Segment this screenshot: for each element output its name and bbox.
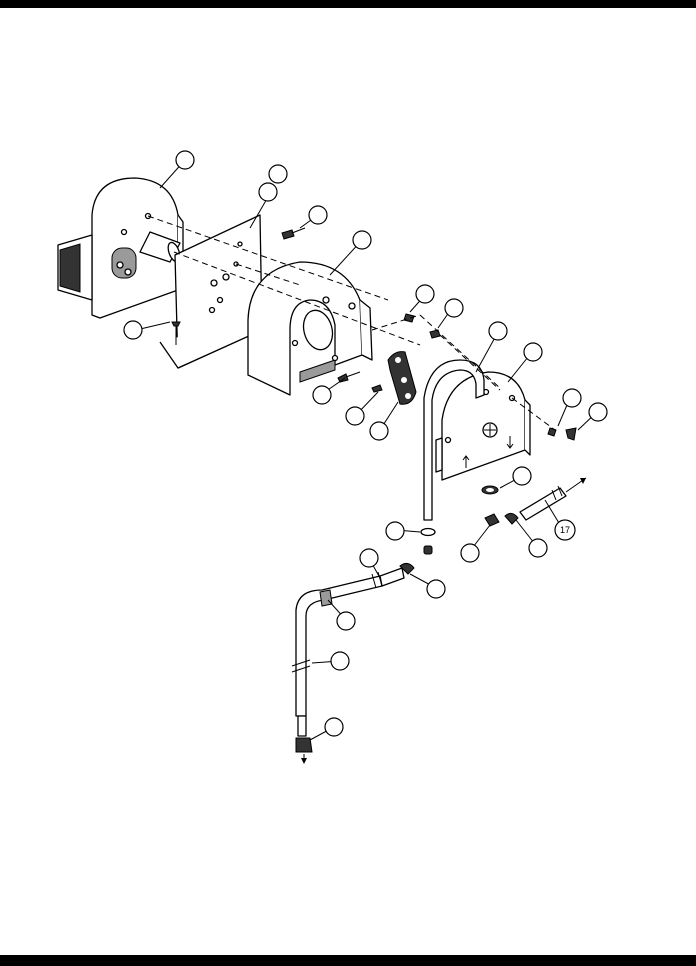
- callout-balloon: [268, 164, 288, 184]
- callout-balloon: [562, 388, 582, 408]
- callout-balloon: [258, 182, 278, 202]
- callout-balloon: [308, 205, 328, 225]
- callout-balloon: [426, 579, 446, 599]
- pump-housing: [247, 261, 373, 396]
- callout-balloon: [369, 421, 389, 441]
- rotor: [387, 351, 417, 405]
- motor-rear-housing: [57, 177, 184, 319]
- callout-balloon: [330, 651, 350, 671]
- top-border-bar: [0, 0, 696, 8]
- fittings: [171, 313, 577, 575]
- inlet-tube: [291, 567, 405, 764]
- callout-balloon: [444, 298, 464, 318]
- callout-balloon: [588, 402, 608, 422]
- bottom-border-bar: [0, 955, 696, 966]
- outlet-tube: [519, 477, 587, 521]
- callout-balloon: [175, 150, 195, 170]
- callout-balloon: [460, 543, 480, 563]
- callout-balloon: [488, 321, 508, 341]
- assembly-lines: [147, 215, 556, 431]
- callout-balloons: 17: [123, 150, 608, 737]
- callout-balloon: [528, 538, 548, 558]
- callout-balloon: [415, 284, 435, 304]
- callout-balloon: [345, 406, 365, 426]
- callout-label-17: 17: [560, 525, 570, 535]
- callout-balloon: [324, 717, 344, 737]
- callout-balloon-17: [554, 519, 576, 541]
- callout-balloon: [523, 342, 543, 362]
- callout-balloon: [336, 611, 356, 631]
- callout-balloon: [385, 521, 405, 541]
- pump-tubing: [423, 359, 485, 521]
- callout-balloon: [359, 548, 379, 568]
- callout-balloon: [312, 385, 332, 405]
- callout-balloon: [512, 466, 532, 486]
- front-cover: [435, 371, 531, 481]
- callout-balloon: [352, 230, 372, 250]
- screws: [281, 227, 441, 393]
- callout-balloon: [123, 320, 143, 340]
